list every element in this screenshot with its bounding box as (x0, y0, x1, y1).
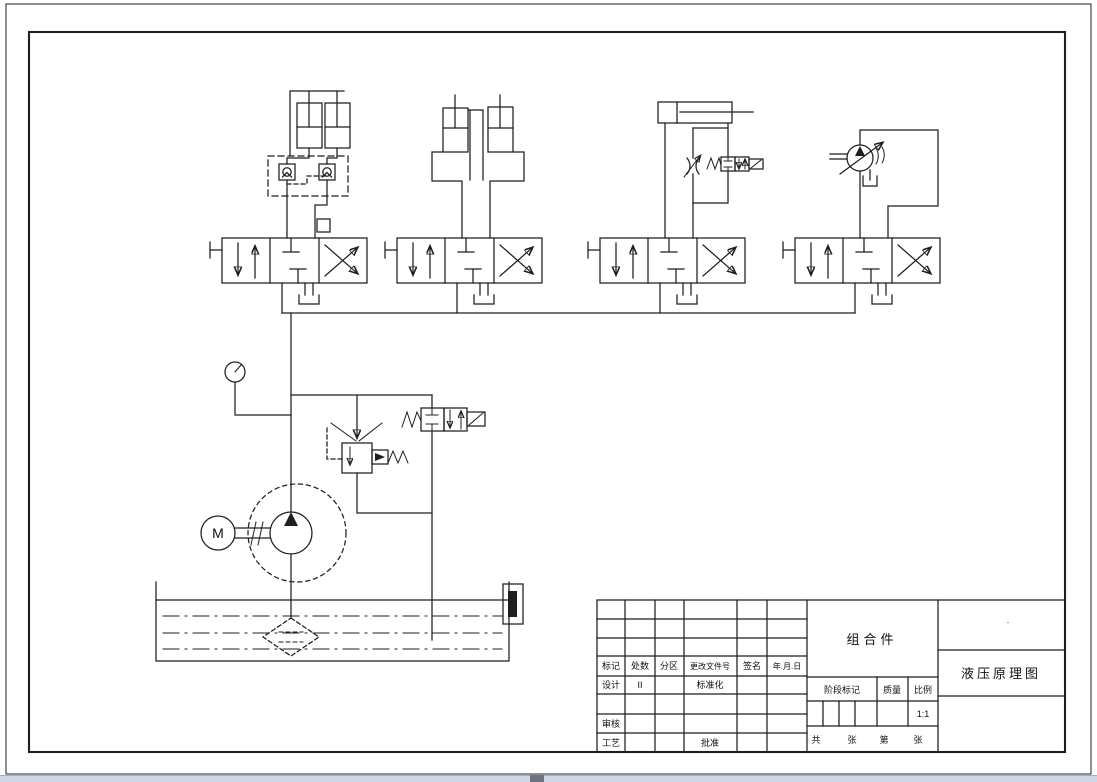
coupling-icon (250, 521, 264, 546)
solenoid-icon (748, 158, 764, 170)
solenoid-icon (466, 411, 486, 427)
rev-zone-label: 分区 (660, 661, 678, 671)
level-gauge (502, 583, 524, 625)
sheets-total-label: 共 (811, 735, 820, 745)
pilot-relief-valve (290, 394, 433, 514)
scale-value: 1:1 (917, 709, 930, 719)
sheet-border (5, 3, 1092, 775)
directional-valve-3 (588, 238, 745, 304)
mass-label: 质量 (883, 684, 901, 695)
variable-motor-group (829, 129, 939, 239)
twin-cylinders-group (431, 94, 525, 239)
bypass-solenoid-valve (706, 156, 764, 172)
pump-unit: M (200, 483, 347, 619)
pump-enclosure (247, 483, 347, 583)
directional-valve-4 (783, 238, 940, 304)
window-bottom-strip (0, 775, 1097, 782)
rev-sig-label: 签名 (743, 660, 761, 671)
horizontal-cylinder-group (657, 101, 764, 239)
suction-filter (261, 617, 321, 657)
sheet-no-unit: 张 (913, 735, 922, 745)
oil-tank (155, 581, 524, 662)
spring-icon (387, 449, 409, 465)
standardization-label: 标准化 (696, 679, 723, 690)
stray-dot: · (1007, 617, 1010, 627)
process-label: 工艺 (602, 738, 620, 748)
unloading-solenoid-valve (401, 394, 486, 641)
rev-count-label: 处数 (631, 660, 649, 671)
design-label: 设计 (602, 679, 620, 690)
gauge-needle-icon (234, 364, 242, 373)
sheets-total-unit: 张 (847, 735, 856, 745)
case-drain-icon (862, 169, 878, 187)
approve-label: 批准 (701, 737, 719, 748)
title-block: 标记 处数 分区 更改文件号 签名 年.月.日 设计 II 标准化 审核 工艺 … (596, 599, 1066, 753)
drawing-title: 液压原理图 (961, 666, 1041, 681)
pilot-check-valve-right (318, 163, 336, 181)
pilot-line (326, 424, 343, 460)
throttle-valve (683, 156, 700, 178)
pressure-gauge (224, 361, 292, 416)
rev-doc-label: 更改文件号 (690, 661, 730, 671)
motor-label: M (212, 525, 224, 541)
hydraulic-lock-box (267, 155, 349, 197)
spring-icon (706, 156, 722, 171)
electric-motor (200, 515, 236, 551)
check-label: 审核 (602, 718, 620, 729)
flow-triangle-icon (855, 146, 865, 156)
rev-date-label: 年.月.日 (773, 661, 801, 671)
press-cylinders-group (267, 90, 351, 239)
taskbar-peek (530, 775, 544, 782)
pressure-manifold (281, 282, 856, 513)
test-port-plug (316, 218, 331, 233)
scale-label: 比例 (914, 684, 932, 695)
part-name: 组合件 (846, 632, 897, 647)
spring-icon (401, 410, 422, 429)
stage-mark-label: 阶段标记 (824, 684, 860, 695)
directional-valve-2 (385, 238, 542, 304)
pilot-check-valve-left (278, 163, 296, 181)
variable-arrow-icon (839, 143, 882, 175)
rev-mark-label: 标记 (602, 660, 620, 671)
design-signature: II (637, 680, 642, 690)
sheet-no-label: 第 (879, 734, 888, 745)
directional-valve-1 (210, 238, 367, 304)
pump-flow-triangle (284, 512, 298, 526)
